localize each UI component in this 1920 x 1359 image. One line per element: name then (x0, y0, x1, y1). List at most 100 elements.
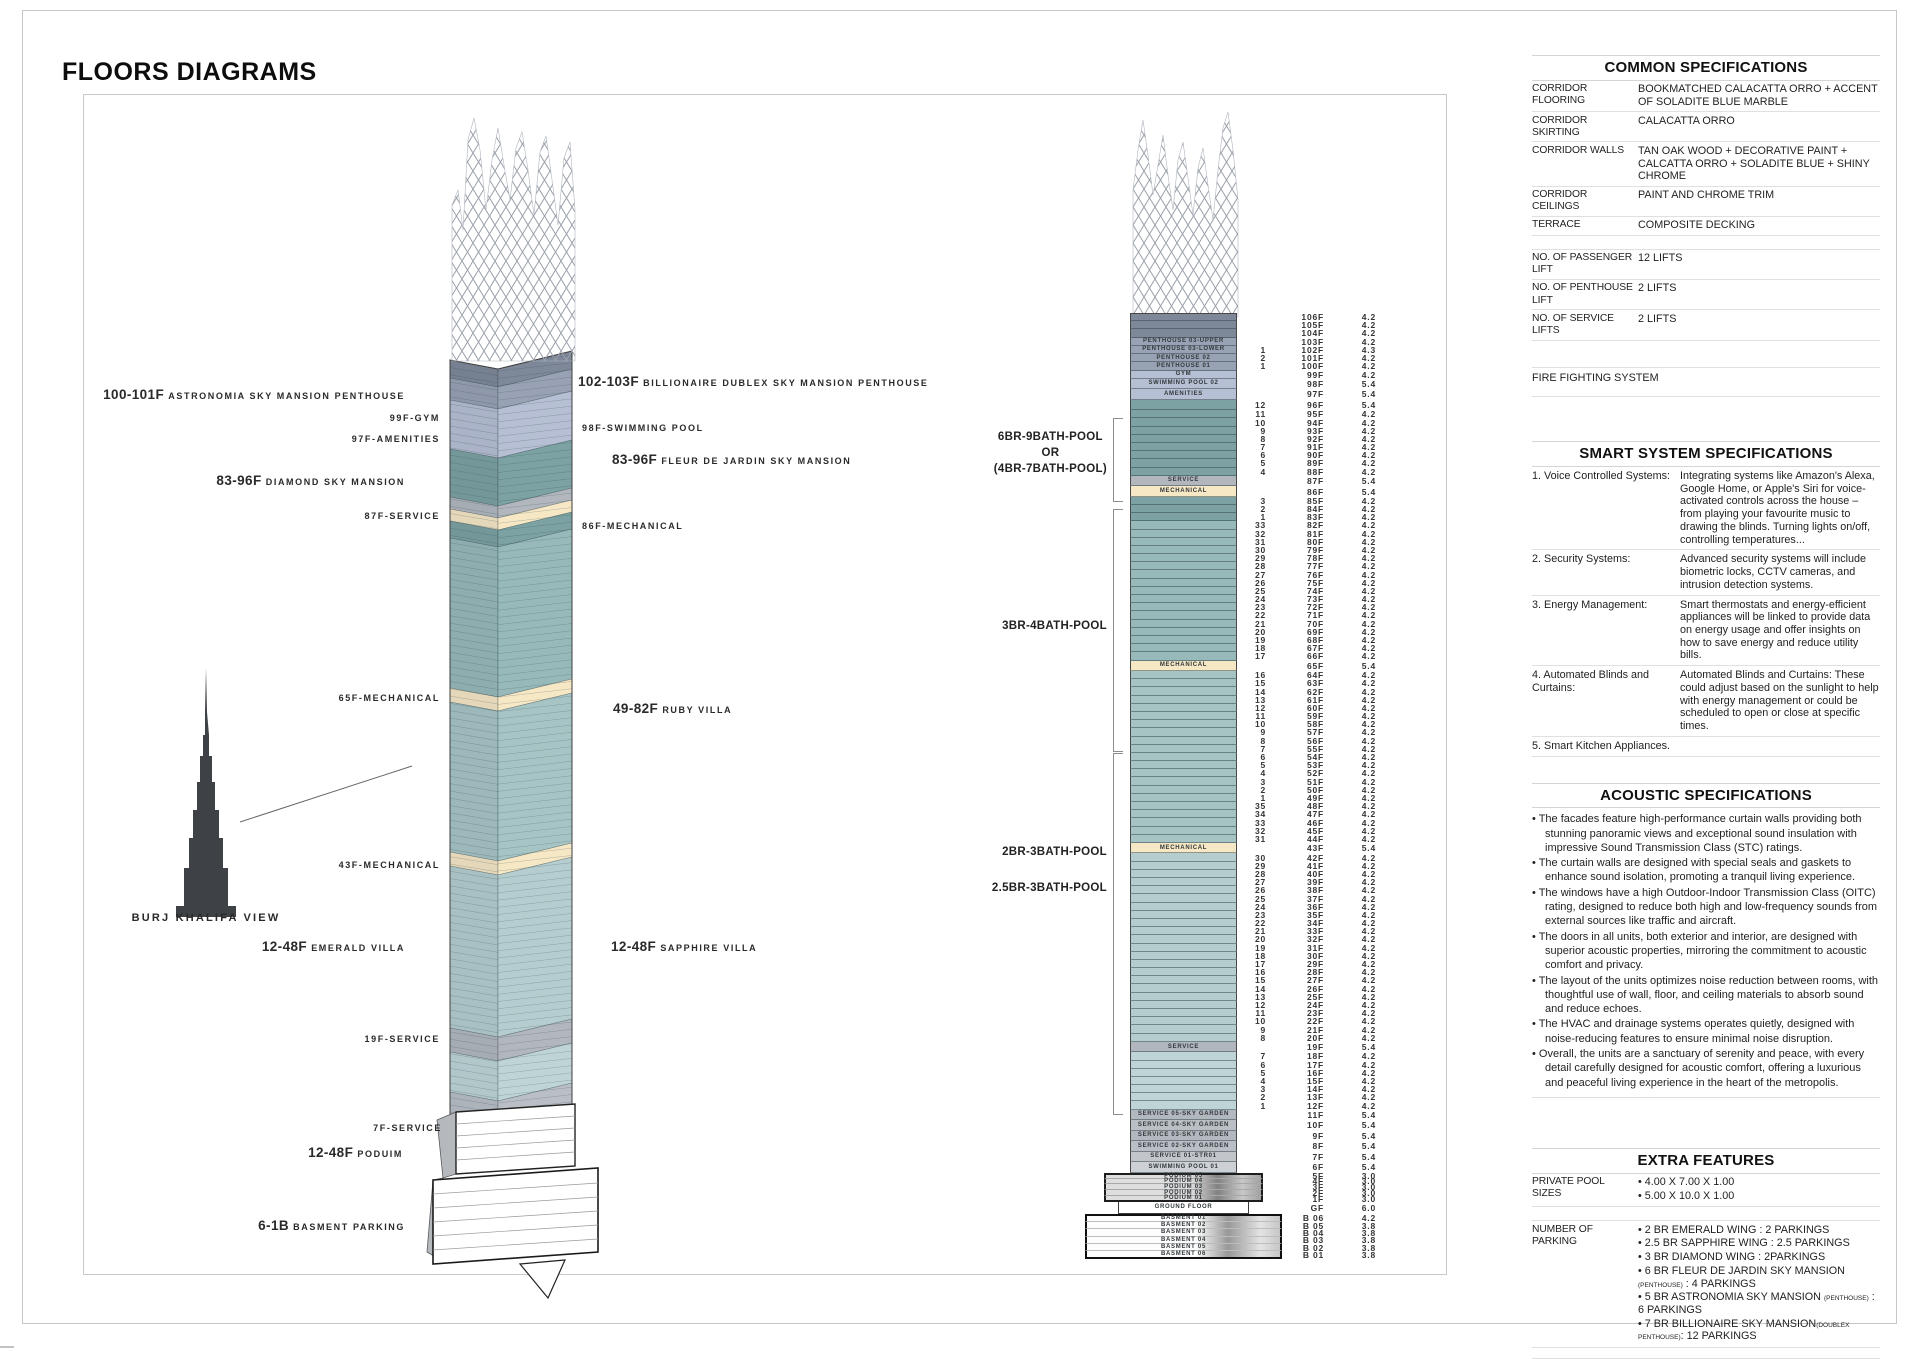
floor-number: 33F (1306, 926, 1324, 937)
floor-height: 4.2 (1361, 442, 1376, 453)
floor-band: PENTHOUSE 03-UPPER (1130, 337, 1237, 346)
floor-band: SERVICE (1130, 475, 1237, 487)
floor-number: 53F (1306, 760, 1324, 771)
unit-count: 12 (1254, 702, 1266, 713)
floor-band (1130, 968, 1237, 977)
smart-system-rows: 1. Voice Controlled Systems:Integrating … (1532, 467, 1880, 757)
floor-height: 4.3 (1361, 344, 1376, 355)
floor-height: 5.4 (1361, 843, 1376, 854)
floor-number: 3F (1312, 1182, 1324, 1193)
floor-number: 60F (1306, 702, 1324, 713)
smart-item-description (1680, 740, 1880, 753)
floor-number: 99F (1306, 369, 1324, 380)
floor-height: 4.2 (1361, 833, 1376, 844)
floor-height: 4.2 (1361, 561, 1376, 572)
tower-label: 99F-GYM (390, 408, 440, 426)
floor-number: 12F (1306, 1100, 1324, 1111)
tower-label: 12-48F PODUIM (308, 1144, 403, 1162)
unit-count: 22 (1254, 918, 1266, 929)
unit-count: 17 (1254, 651, 1266, 662)
spec-label: CORRIDOR WALLS (1532, 144, 1625, 156)
floor-height: 4.2 (1361, 1067, 1376, 1078)
floor-number: 19F (1306, 1042, 1324, 1053)
unit-count: 31 (1254, 833, 1266, 844)
common-specifications-title: COMMON SPECIFICATIONS (1532, 55, 1880, 81)
floor-height: 4.2 (1361, 934, 1376, 945)
floor-height: 3.8 (1361, 1227, 1376, 1238)
floor-number: 46F (1306, 817, 1324, 828)
floor-band: PODIUM 02 (1104, 1190, 1263, 1197)
floor-band (1130, 861, 1237, 870)
floor-height: 4.2 (1361, 336, 1376, 347)
left-face-shade (450, 360, 498, 1133)
floor-band: SWIMMING POOL 01 (1130, 1162, 1237, 1173)
floor-band: BASMENT 04 (1085, 1236, 1282, 1245)
floor-band-label: SWIMMING POOL 01 (1148, 1163, 1219, 1170)
floor-band-label: AMENITIES (1164, 390, 1203, 397)
floor-height: 4.2 (1361, 983, 1376, 994)
floor-height: 5.4 (1361, 378, 1376, 389)
floor-number: 8F (1312, 1141, 1324, 1152)
floor-height: 4.2 (1361, 686, 1376, 697)
floor-height: 4.2 (1361, 1008, 1376, 1019)
floor-band (1130, 554, 1237, 563)
unit-count: 33 (1254, 817, 1266, 828)
floor-height: 4.2 (1361, 702, 1376, 713)
unit-type-label: 2BR-3BATH-POOL (1002, 844, 1107, 860)
unit-count: 25 (1254, 893, 1266, 904)
floor-band (1130, 611, 1237, 620)
floor-band (1130, 1085, 1237, 1094)
tower-label-name: 97F-AMENITIES (351, 434, 440, 444)
floor-height: 5.4 (1361, 475, 1376, 486)
floor-number: 90F (1306, 450, 1324, 461)
floor-band-label: BASMENT 01 (1160, 1215, 1206, 1222)
basement-stripe (432, 1196, 599, 1209)
tower-label-name: 19F-SERVICE (364, 1034, 440, 1044)
floor-number: 74F (1306, 585, 1324, 596)
tower-label: 98F-SWIMMING POOL (582, 418, 704, 436)
floor-number: 21F (1306, 1024, 1324, 1035)
floor-height: 4.2 (1361, 991, 1376, 1002)
tower-label: 12-48F EMERALD VILLA (262, 938, 405, 956)
floor-band (1130, 644, 1237, 653)
floor-height: 4.2 (1361, 735, 1376, 746)
floor-number: 55F (1306, 743, 1324, 754)
floor-group-bracket (1113, 509, 1123, 752)
floor-band (1130, 935, 1237, 944)
extra-features-section: EXTRA FEATURES PRIVATE POOL SIZES• 4.00 … (1532, 1147, 1880, 1359)
floor-number: 5F (1312, 1170, 1324, 1181)
floor-number: 7F (1312, 1151, 1324, 1162)
parking-line: • 5 BR ASTRONOMIA SKY MANSION (PENTHOUSE… (1638, 1291, 1875, 1316)
floor-height: 4.2 (1361, 409, 1376, 420)
floor-number: 84F (1306, 504, 1324, 515)
floor-band (1130, 521, 1237, 530)
podium-stripe (455, 1139, 576, 1149)
floor-number: 93F (1306, 425, 1324, 436)
fire-fighting-row: FIRE FIGHTING SYSTEM (1532, 366, 1880, 398)
floor-height: 4.2 (1361, 860, 1376, 871)
fire-fighting-label: FIRE FIGHTING SYSTEM (1532, 371, 1659, 384)
unit-count: 18 (1254, 950, 1266, 961)
acoustic-bullet: • The curtain walls are designed with sp… (1532, 857, 1856, 884)
tower-label: 19F-SERVICE (365, 1029, 440, 1047)
floor-height: 5.4 (1361, 1120, 1376, 1131)
unit-count: 29 (1254, 553, 1266, 564)
floor-band: PODIUM 01 (1104, 1195, 1263, 1202)
floor-number: 40F (1306, 868, 1324, 879)
burj-khalifa-silhouette (176, 668, 236, 917)
